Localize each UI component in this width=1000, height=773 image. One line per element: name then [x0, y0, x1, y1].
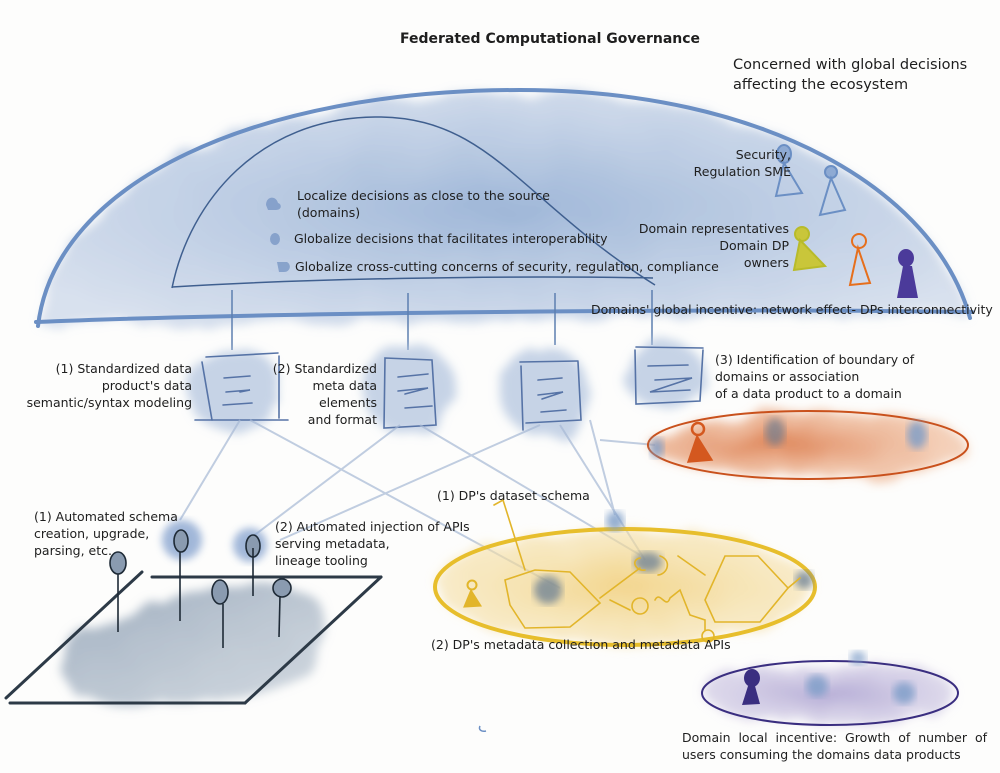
- platform-api-note: (2) Automated injection of APIs serving …: [275, 518, 470, 569]
- blob-icon: [270, 233, 280, 245]
- consumers-ellipse: [701, 651, 959, 726]
- local-incentive: Domain local incentive: Growth of number…: [682, 729, 987, 763]
- person-icon-dp-owner: [848, 233, 872, 287]
- person-icon-domain-rep: [792, 226, 828, 272]
- standard-2-label: (2) Standardized meta data elements and …: [273, 360, 377, 428]
- governance-dome: [34, 87, 974, 328]
- note-line: (1) Automated schema: [34, 509, 178, 524]
- note-line: (2) Automated injection of APIs: [275, 519, 470, 534]
- platform-plane: [4, 520, 383, 705]
- standard-3-label: (3) Identification of boundary of domain…: [715, 351, 914, 402]
- document-icon: [519, 360, 582, 431]
- standard-line: of a data product to a domain: [715, 386, 902, 401]
- pin-icon: [272, 578, 292, 638]
- note-line: creation, upgrade,: [34, 526, 150, 541]
- data-product-ellipse: [433, 498, 817, 647]
- note-line: parsing, etc.: [34, 543, 112, 558]
- role-line: Domain representatives: [638, 221, 789, 236]
- pin-icon: [245, 534, 261, 596]
- person-icon-consumer: [897, 249, 918, 298]
- platform-pins: [109, 529, 292, 648]
- person-icon-yellow: [463, 579, 483, 608]
- person-icon-purple: [742, 669, 760, 705]
- standard-line: domains or association: [715, 369, 860, 384]
- principle-interop: Globalize decisions that facilitates int…: [294, 231, 608, 246]
- global-note-line: affecting the ecosystem: [733, 77, 909, 93]
- standard-line: (3) Identification of boundary of: [715, 352, 915, 367]
- domain-boundary-ellipse: [647, 410, 969, 480]
- standard-washes: [187, 341, 705, 436]
- principle-localize: Localize decisions as close to the sourc…: [297, 187, 550, 221]
- pin-icon: [109, 551, 127, 632]
- incentive-line: users consuming the domains data product…: [682, 747, 961, 762]
- document-icon: [194, 352, 289, 421]
- document-icon: [383, 357, 437, 429]
- principle-line: (domains): [297, 205, 361, 220]
- incentive-line: Domain local incentive: Growth of number…: [682, 730, 987, 745]
- role-line: Security,: [735, 147, 791, 162]
- role-domain-label: Domain representatives Domain DP owners: [639, 220, 789, 271]
- note-line: serving metadata,: [275, 536, 390, 551]
- standard-line: and format: [307, 412, 377, 427]
- principle-bullets: [266, 197, 290, 272]
- role-security-label: Security, Regulation SME: [694, 146, 791, 180]
- principle-crosscutting: Globalize cross-cutting concerns of secu…: [295, 259, 719, 274]
- standards-icons: [194, 346, 704, 431]
- role-persons: [774, 144, 918, 298]
- standard-line: (1) Standardized data: [55, 361, 192, 376]
- note-line: lineage tooling: [275, 553, 368, 568]
- standard-line: semantic/syntax modeling: [26, 395, 192, 410]
- dp-metadata-label: (2) DP's metadata collection and metadat…: [431, 637, 731, 652]
- diagram-title: Federated Computational Governance: [400, 31, 701, 47]
- person-icon-orange: [686, 421, 714, 463]
- role-line: Regulation SME: [693, 164, 791, 179]
- global-incentive: Domains' global incentive: network effec…: [591, 302, 993, 317]
- document-icon: [634, 346, 704, 405]
- stray-mark: [478, 725, 487, 732]
- standard-line: (2) Standardized: [272, 361, 377, 376]
- role-line: Domain DP: [719, 238, 789, 253]
- local-decisions-dome: [171, 116, 656, 289]
- global-note-line: Concerned with global decisions: [733, 57, 968, 73]
- standard-connectors: [231, 290, 653, 350]
- standard-line: product's data: [101, 378, 192, 393]
- blob-icon: [277, 262, 290, 272]
- standard-line: elements: [318, 395, 377, 410]
- person-icon-sme: [818, 165, 847, 217]
- person-icon-sme: [774, 144, 804, 198]
- role-line: owners: [743, 255, 789, 270]
- standard-line: meta data: [312, 378, 377, 393]
- dp-schema-label: (1) DP's dataset schema: [437, 488, 590, 503]
- pin-icon: [173, 529, 189, 621]
- schema-molecule-icon: [493, 498, 801, 643]
- global-note: Concerned with global decisions affectin…: [733, 55, 967, 95]
- principle-line: Localize decisions as close to the sourc…: [297, 188, 550, 203]
- platform-schema-note: (1) Automated schema creation, upgrade, …: [34, 508, 178, 559]
- blob-icon: [266, 197, 281, 210]
- standard-1-label: (1) Standardized data product's data sem…: [27, 360, 192, 411]
- pin-icon: [211, 579, 229, 648]
